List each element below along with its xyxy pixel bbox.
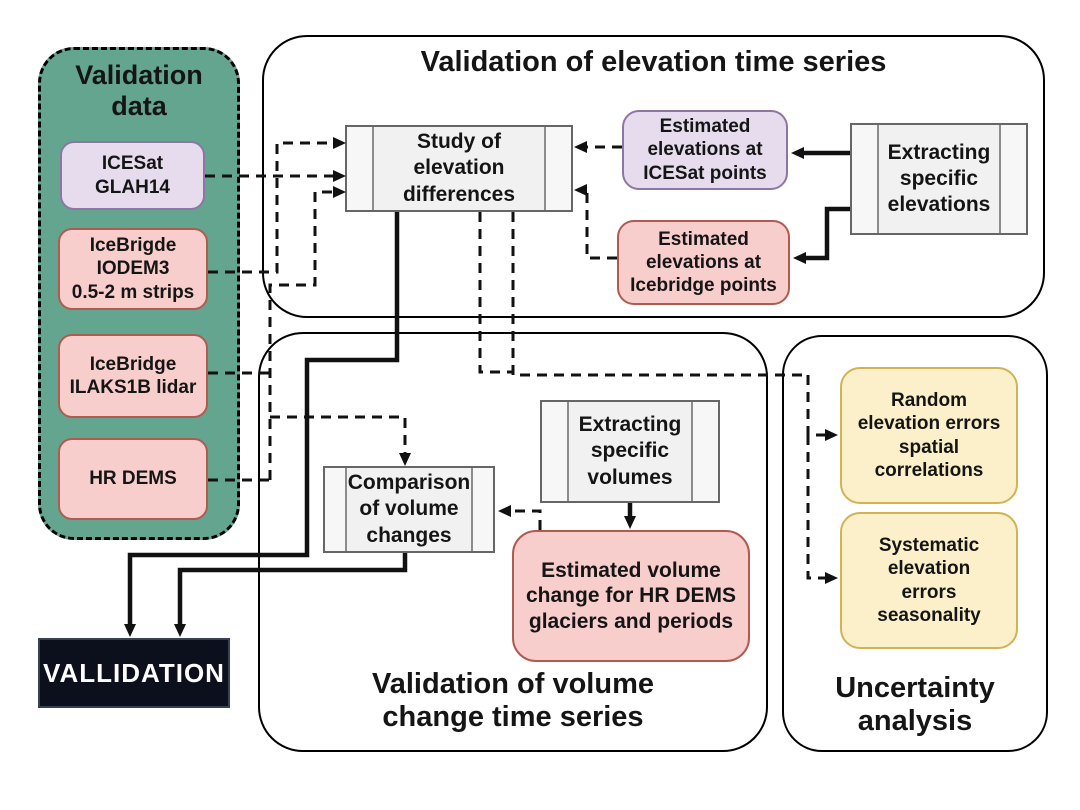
estimated-elevations-icesat-node: Estimated elevations at ICESat points <box>622 110 788 190</box>
estimated-elevations-icebridge-node: Estimated elevations at Icebridge points <box>617 220 790 305</box>
icebridge-iodem3-node: IceBrigde IODEM3 0.5-2 m strips <box>58 228 208 310</box>
process-sidebar <box>542 402 569 501</box>
vallidation-result-node: VALLIDATION <box>38 638 230 708</box>
process-sidebar <box>852 125 879 233</box>
process-sidebar <box>544 127 571 210</box>
extracting-specific-volumes-node: Extracting specific volumes <box>540 400 720 503</box>
uncertainty-title: Uncertainty analysis <box>835 672 995 737</box>
process-sidebar <box>347 127 374 210</box>
study-elevation-differences-node: Study of elevation differences <box>345 125 573 212</box>
hr-dems-node: HR DEMS <box>58 438 208 520</box>
icebridge-ilaks1b-node: IceBridge ILAKS1B lidar <box>58 334 208 418</box>
systematic-elevation-errors-node: Systematic elevation errors seasonality <box>840 512 1018 649</box>
process-sidebar <box>691 402 718 501</box>
comparison-volume-changes-node: Comparison of volume changes <box>323 466 495 553</box>
process-sidebar <box>999 125 1026 233</box>
random-elevation-errors-node: Random elevation errors spatial correlat… <box>840 367 1018 504</box>
elevation-validation-title: Validation of elevation time series <box>420 46 887 78</box>
process-sidebar <box>325 468 347 551</box>
volume-validation-title: Validation of volume change time series <box>372 668 654 733</box>
icesat-glah14-node: ICESat GLAH14 <box>60 141 205 210</box>
extracting-specific-elevations-node: Extracting specific elevations <box>850 123 1028 235</box>
validation-data-title: Validation data <box>75 60 203 121</box>
process-sidebar <box>471 468 493 551</box>
estimated-volume-change-node: Estimated volume change for HR DEMS glac… <box>512 530 750 662</box>
